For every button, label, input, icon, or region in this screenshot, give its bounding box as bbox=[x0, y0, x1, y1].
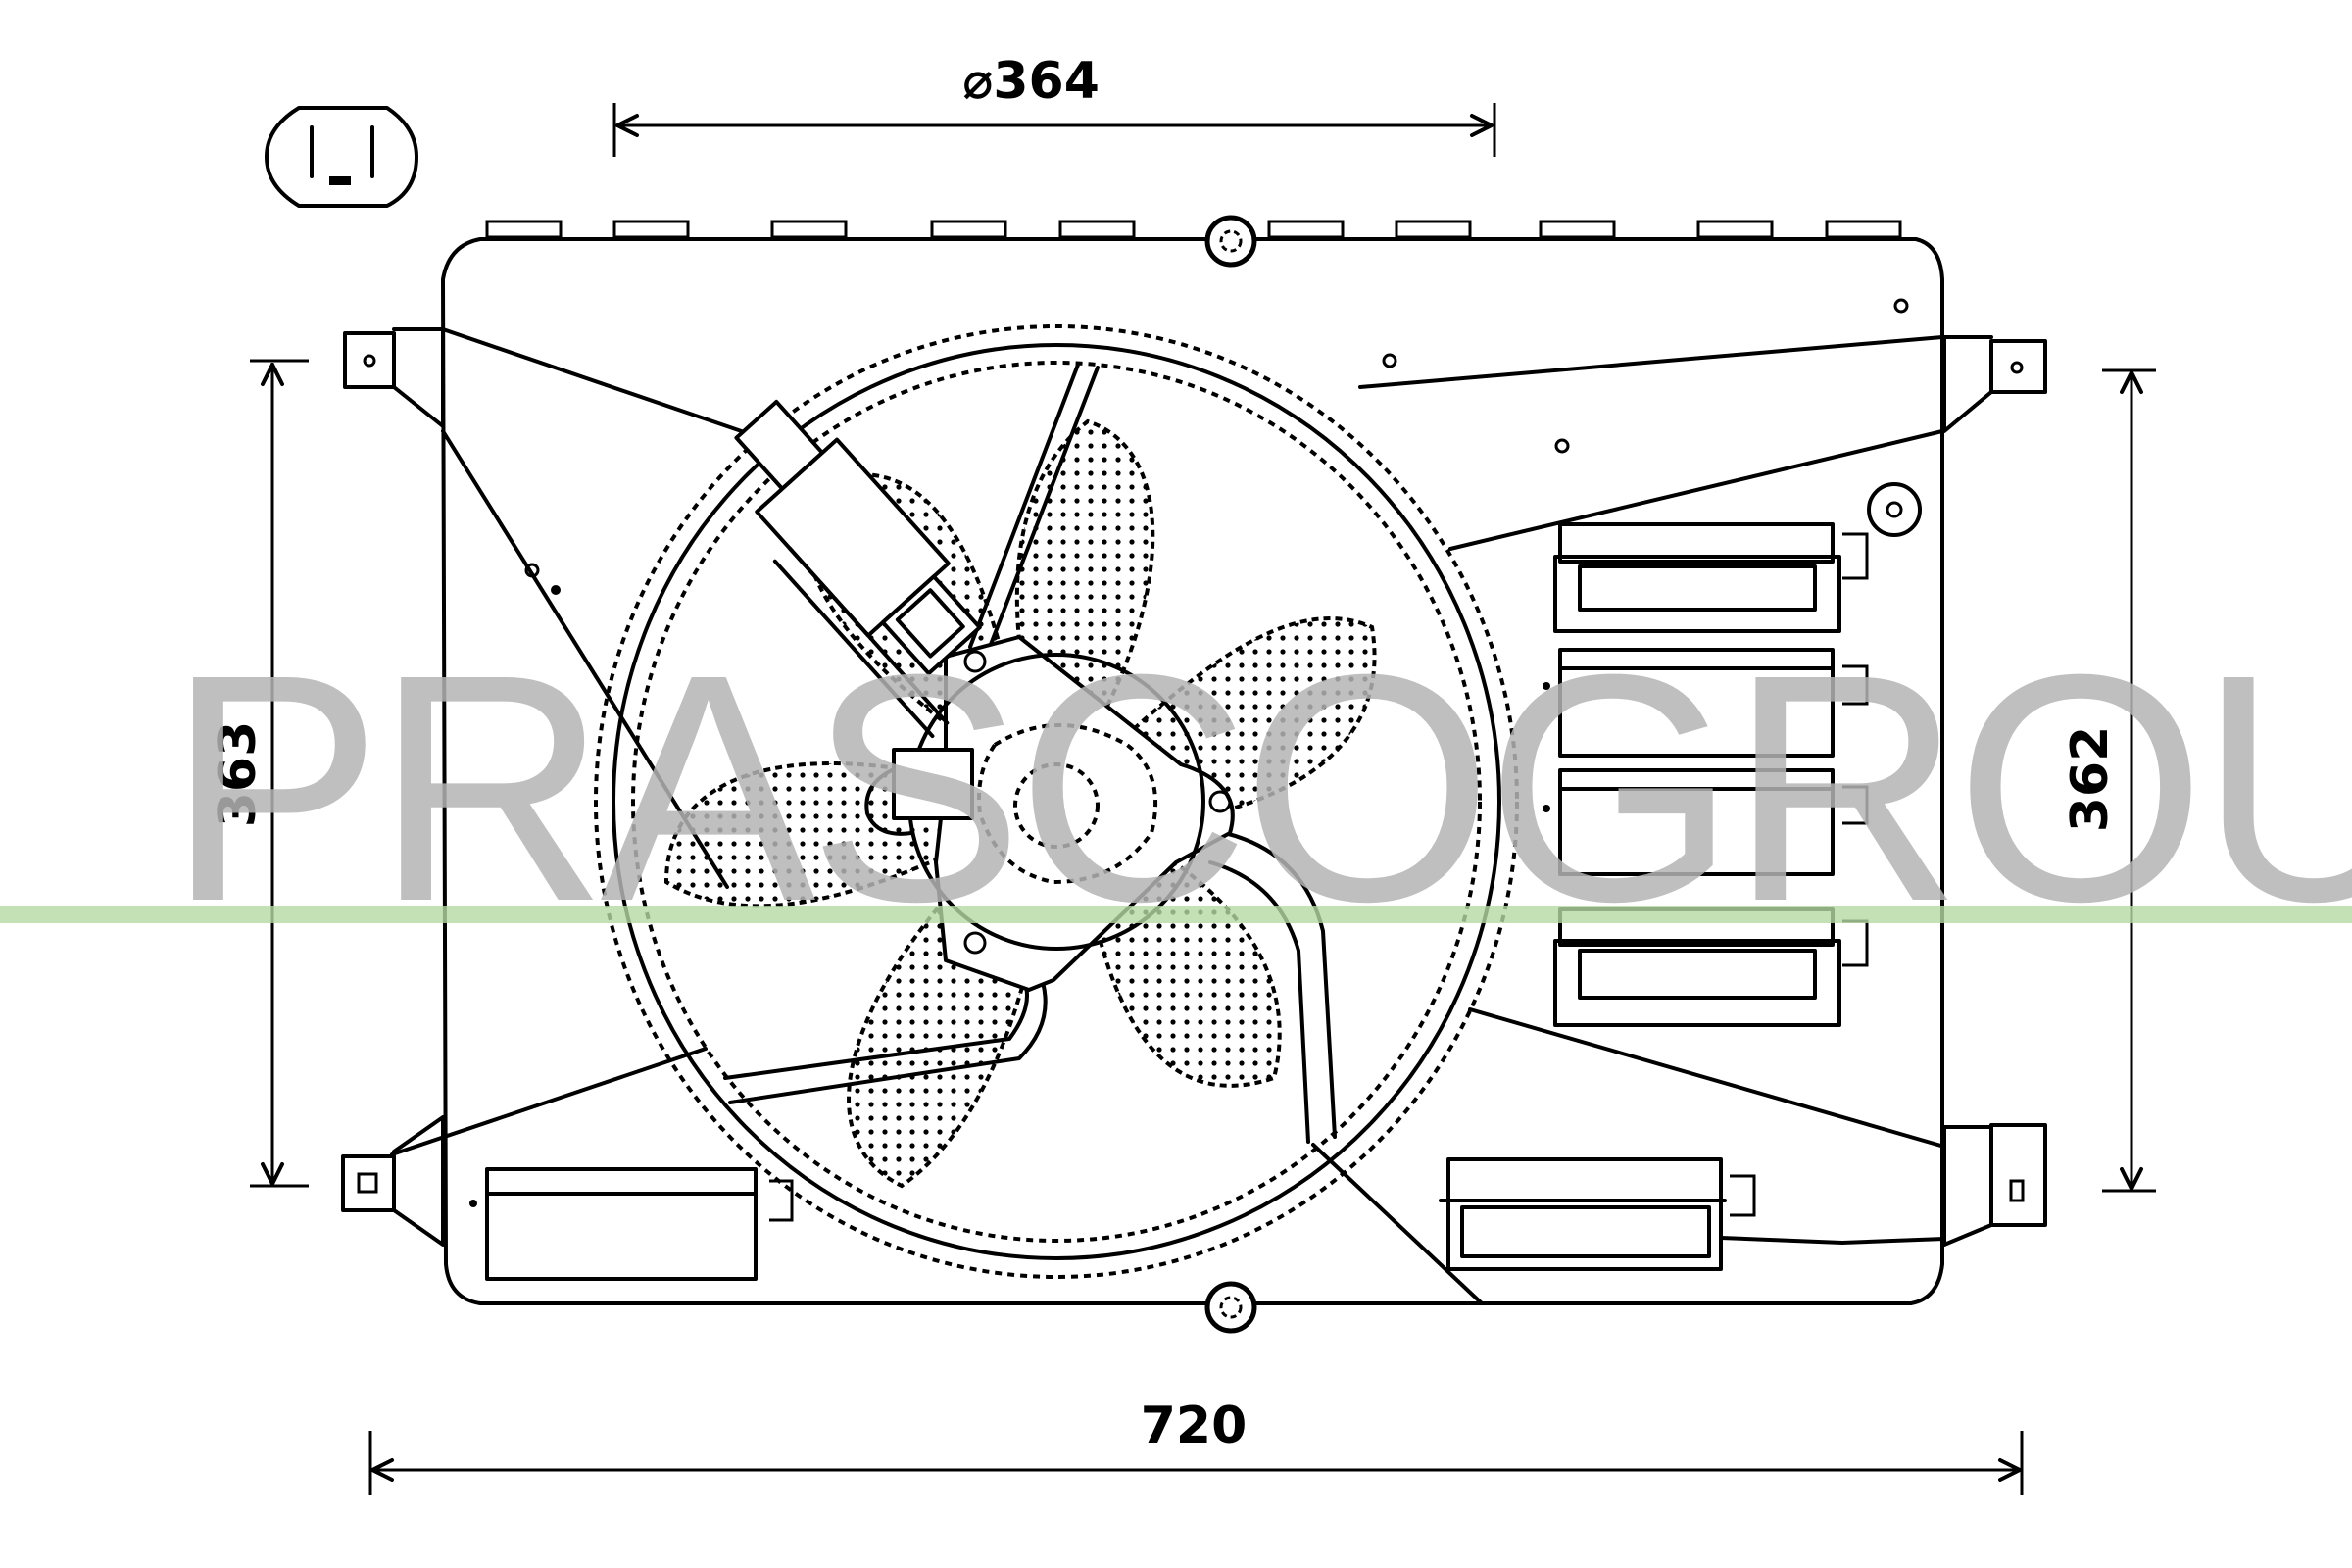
clip-box-2 bbox=[1543, 648, 1869, 758]
left-height-dimension: 363 bbox=[209, 359, 309, 1188]
right-height-label: 362 bbox=[2061, 726, 2120, 833]
bolt-bottom-center bbox=[1204, 1281, 1257, 1334]
fan-diameter-dimension: ⌀364 bbox=[612, 52, 1496, 157]
fan-diameter-label: ⌀364 bbox=[962, 52, 1100, 111]
clip-box-3 bbox=[1543, 768, 1869, 876]
fan-motor bbox=[864, 635, 1235, 992]
mounting-tab-top-left bbox=[343, 327, 445, 428]
overall-width-label: 720 bbox=[1141, 1396, 1248, 1455]
shroud-frame bbox=[441, 237, 1944, 1305]
shroud-struts bbox=[390, 327, 1946, 1305]
bolt-top-center bbox=[1204, 215, 1257, 268]
resistor-module bbox=[734, 399, 982, 739]
clip-box-bottom-right bbox=[1439, 1157, 1946, 1271]
mounting-tab-bottom-right bbox=[1942, 1123, 2047, 1247]
overall-width-dimension: 720 bbox=[368, 1396, 2024, 1494]
top-clips bbox=[485, 220, 1902, 239]
mounting-tab-bottom-left bbox=[341, 1115, 445, 1247]
green-guide-line bbox=[0, 906, 2352, 923]
connector-symbol-icon bbox=[265, 106, 418, 208]
right-height-dimension: 362 bbox=[2061, 368, 2156, 1193]
frame-holes bbox=[524, 298, 1922, 595]
clip-box-bottom-left bbox=[469, 1167, 794, 1281]
left-height-label: 363 bbox=[209, 721, 268, 828]
mounting-tab-top-right bbox=[1942, 335, 2047, 433]
clip-box-1 bbox=[1553, 522, 1869, 633]
